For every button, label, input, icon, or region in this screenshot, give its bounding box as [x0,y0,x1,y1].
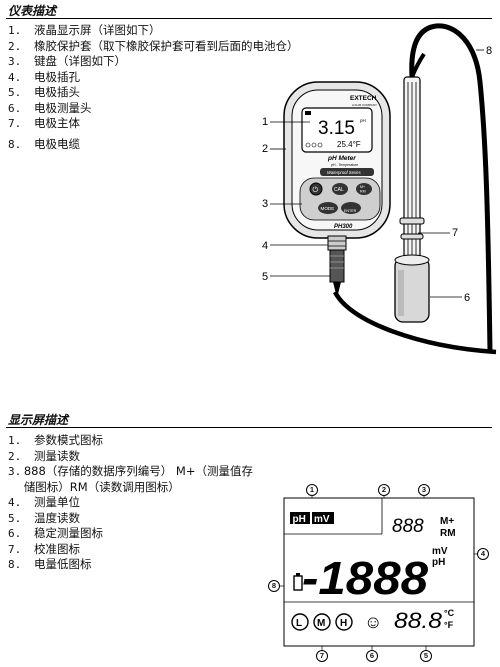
meter-cal-button [332,183,348,195]
meter-band-label: Waterproof Series [327,170,362,175]
lcd-callout-1: 1 [306,484,318,496]
meter-lcd-reading: 3.15 [318,118,355,139]
meter-brand-sub: A FLIR COMPANY [352,103,377,107]
lcd-callout-8: 8 [268,580,280,592]
svg-text:CAL: CAL [334,187,344,193]
meter-lcd-unit: pH [360,118,366,123]
meter-item-1: 1.液晶显示屏（详图如下） [8,23,161,37]
lcd-unit-c: °C [444,608,455,618]
svg-text:M+: M+ [360,185,365,189]
lcd-callout-2: 2 [378,484,390,496]
display-section-rule [6,427,492,428]
svg-text:M: M [317,618,325,629]
lcd-callout-5: 5 [420,650,432,662]
meter-callout-5: 5 [262,271,268,283]
meter-power-button [309,182,323,196]
lcd-seq-digits: 888 [392,516,424,537]
svg-text:ENTER: ENTER [344,209,357,213]
display-item-4: 4.测量单位 [8,495,80,509]
svg-text:RM: RM [360,190,366,194]
lcd-callout-4: 4 [477,548,489,560]
meter-item-7: 7.电极主体 [8,116,80,130]
svg-text:MODE: MODE [321,206,335,211]
meter-callout-8: 8 [486,45,492,57]
svg-text:⏻: ⏻ [313,186,319,194]
lcd-rm-icon: RM [440,528,456,539]
lcd-cal-l-icon [291,613,309,631]
display-item-5: 5.温度读数 [8,510,80,525]
meter-enter-button [341,202,361,214]
lcd-unit-f: °F [444,620,454,630]
lcd-mode-mv-icon [312,512,334,524]
meter-item-3: 3.键盘（详图如下） [8,54,126,68]
meter-callout-3: 3 [262,198,268,210]
svg-text:mV: mV [314,514,330,525]
meter-callout-1: 1 [262,116,268,128]
meter-callout-6: 6 [464,292,470,304]
meter-label-line2: pH - Temperature [331,163,358,167]
meter-illustration: EXTECH A FLIR COMPANY 3.15 pH 25.4°F pH … [262,23,497,355]
lcd-cal-m-icon [313,613,331,631]
meter-electrode-jack [327,235,347,251]
lcd-main-digits: -1888 [302,552,428,604]
meter-label-line1: pH Meter [327,155,356,162]
lcd-mode-ph-icon [290,512,310,524]
meter-brand: EXTECH [350,95,377,102]
meter-mr-button [356,183,372,195]
lcd-mplus-icon: M+ [440,516,454,527]
svg-text:H: H [340,618,347,629]
svg-text:pH: pH [293,514,306,525]
meter-item-5: 5.电极插头 [8,85,80,99]
meter-callout-7: 7 [452,227,458,239]
display-item-6: 6.稳定测量图标 [8,526,103,540]
lcd-unit-ph: pH [432,557,445,568]
display-item-7: 7.校准图标 [8,541,80,556]
meter-item-2: 2.橡胶保护套（取下橡胶保护套可看到后面的电池仓） [8,38,299,53]
lcd-callout-3: 3 [418,484,430,496]
lcd-callout-7: 7 [316,650,328,662]
display-item-2: 2.测量读数 [8,448,80,463]
display-item-1: 1.参数模式图标 [8,433,103,447]
lcd-unit-mv: mV [432,546,448,557]
lcd-detail-diagram: pH mV 888 M+ RM -1888 mV pH L M H ☺ 88.8… [280,496,478,650]
stable-reading-icon: ☺ [364,612,382,632]
meter-callout-4: 4 [262,240,268,252]
meter-item-6: 6.电极测量头 [8,100,92,115]
meter-item-list: 1.液晶显示屏（详图如下） 2.橡胶保护套（取下橡胶保护套可看到后面的电池仓） … [8,23,338,152]
svg-text:L: L [296,618,302,629]
display-item-3: 3.888（存储的数据序列编号） M+（测量值存储图标）RM（读数调用图标） [8,464,253,494]
meter-item-4: 4.电极插孔 [8,69,80,84]
electrode-cable-top [409,23,493,353]
meter-callout-2: 2 [262,143,268,155]
lcd-temp-digits: 88.8 [394,608,443,633]
electrode-cable-bottom [332,290,497,355]
meter-lcd-temp: 25.4°F [337,140,361,149]
lcd-cal-h-icon [335,613,353,631]
meter-model: PH300 [334,224,353,230]
meter-item-8: 8.电极电缆 [8,136,80,151]
meter-section-rule [6,18,492,19]
meter-lcd [301,107,373,153]
display-section-title: 显示屏描述 [8,413,69,427]
meter-section-title: 仪表描述 [8,4,57,18]
meter-electrode-plug [329,249,345,283]
meter-mode-button [318,202,338,214]
lcd-callout-6: 6 [366,650,378,662]
display-item-8: 8.电量低图标 [8,557,92,571]
display-item-list: 1.参数模式图标 2.测量读数 3.888（存储的数据序列编号） M+（测量值存… [8,433,258,573]
